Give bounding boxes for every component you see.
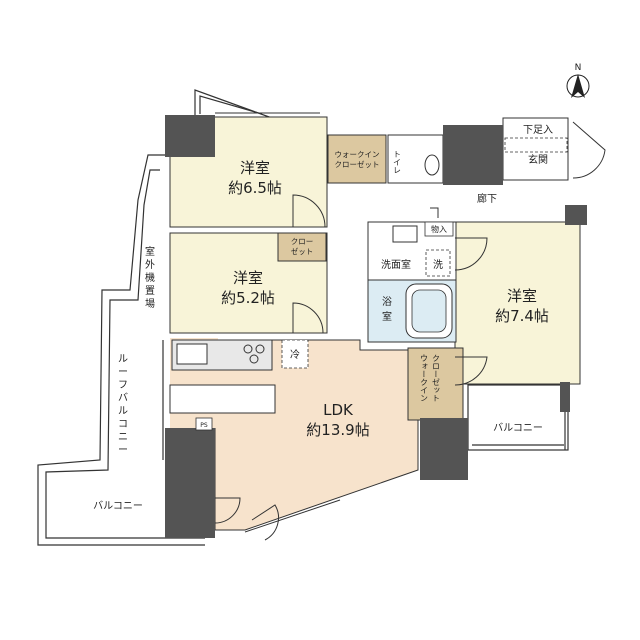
wic1-line2: クローゼット [335, 159, 380, 169]
toilet-icon [424, 154, 440, 176]
walk-in-closet-1 [327, 134, 387, 184]
svg-text:バ: バ [118, 392, 128, 404]
balcony-right-label: バルコニー [493, 422, 543, 434]
fridge-box [281, 339, 309, 369]
wic2-line1: ウォークイン [420, 354, 429, 402]
north-arrow-icon: N [566, 63, 590, 98]
svg-text:置: 置 [145, 285, 155, 297]
stove-icon [243, 344, 265, 364]
closet-line2: ゼット [291, 246, 314, 256]
western-room-2-name: 洋室 [233, 269, 263, 287]
svg-text:ー: ー [118, 445, 128, 456]
western-room-1-size: 約6.5帖 [228, 179, 282, 197]
shoebox-label: 下足入 [523, 124, 553, 136]
bath-line2: 室 [382, 310, 392, 323]
sink-icon [176, 343, 208, 365]
svg-text:フ: フ [118, 380, 128, 391]
bath-line1: 浴 [382, 296, 392, 308]
western-room-2-size: 約5.2帖 [221, 289, 275, 307]
shoebox [504, 137, 568, 153]
kitchen-counter [169, 339, 309, 431]
roof-balcony-label: ル ー フ バ ル コ ニ ー [118, 354, 128, 456]
upper-rail [194, 89, 273, 119]
washer-box [425, 249, 451, 277]
washbasin [392, 225, 418, 243]
svg-text:機: 機 [145, 271, 155, 284]
ldk-name: LDK [323, 401, 354, 419]
hallway-label: 廊下 [477, 192, 497, 205]
storage-label: 物入 [431, 224, 447, 234]
structural-walls [165, 115, 587, 538]
genkan-label: 玄関 [528, 153, 548, 166]
western-room-1-name: 洋室 [240, 159, 270, 177]
ps-box [195, 417, 213, 431]
svg-text:場: 場 [145, 297, 155, 310]
svg-text:ー: ー [118, 367, 128, 378]
wash-label: 洗 [433, 259, 443, 271]
wic2-line2: クローゼット [432, 354, 441, 402]
svg-text:ニ: ニ [118, 432, 128, 443]
washroom-label: 洗面室 [381, 258, 411, 271]
balcony-right-area [467, 384, 569, 451]
balcony-left-label: バルコニー [93, 500, 143, 512]
walk-in-closet-2 [407, 347, 464, 421]
outdoor-unit-label: 室 外 機 置 場 [145, 245, 155, 310]
svg-text:ル: ル [118, 406, 128, 417]
svg-text:室: 室 [145, 245, 155, 258]
storage-box [424, 221, 454, 237]
western-room-3-name: 洋室 [507, 287, 537, 305]
ldk-size: 約13.9帖 [306, 421, 369, 439]
windows [215, 112, 560, 533]
svg-text:コ: コ [118, 419, 128, 430]
wic1-line1: ウォークイン [335, 150, 380, 159]
closet [277, 232, 327, 262]
western-room-3-size: 約7.4帖 [495, 307, 549, 325]
closet-line1: クロー [291, 237, 314, 246]
ps-label: PS [200, 422, 208, 429]
svg-text:外: 外 [145, 259, 155, 271]
svg-text:ル: ル [118, 354, 128, 365]
door-swing-icon [214, 121, 606, 541]
fridge-label: 冷 [290, 348, 300, 361]
compass-label: N [575, 63, 582, 73]
roof-balcony-area [37, 154, 205, 546]
toilet-label: トイレ [393, 150, 402, 174]
bathtub-icon [405, 283, 453, 339]
